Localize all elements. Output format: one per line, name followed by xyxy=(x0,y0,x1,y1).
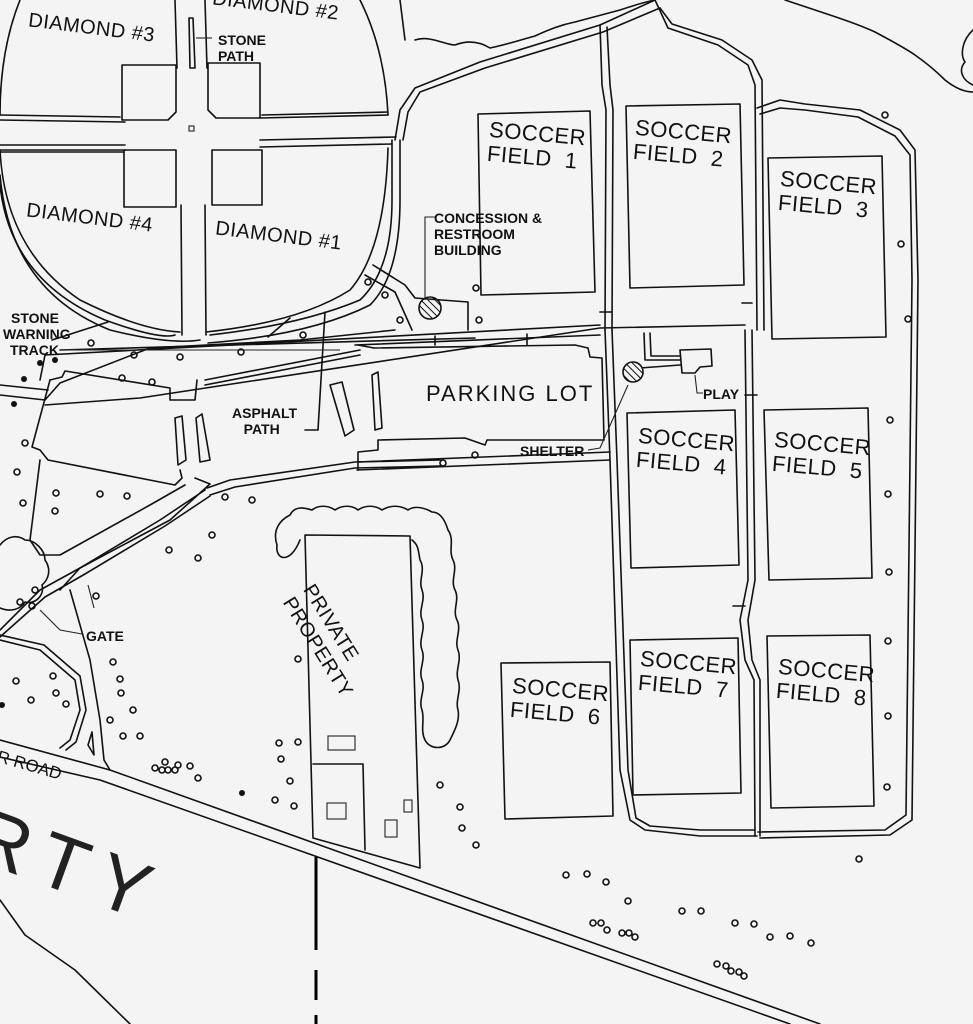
soccer-field-8-label: SOCCER FIELD 8 xyxy=(775,653,877,711)
gate-callout: GATE xyxy=(86,628,124,644)
soccer-field-6-label: SOCCER FIELD 6 xyxy=(509,672,611,730)
diamond-complex xyxy=(0,0,401,344)
parking-lot-outline xyxy=(356,333,611,471)
soccer-field-1-label: SOCCER FIELD 1 xyxy=(486,116,588,174)
soccer-field-4-label: SOCCER FIELD 4 xyxy=(635,422,737,480)
private-property xyxy=(304,534,421,869)
road xyxy=(0,489,821,1024)
hedge xyxy=(274,505,461,749)
concession-callout: CONCESSION & RESTROOM BUILDING xyxy=(434,210,543,258)
shelter-callout: SHELTER xyxy=(520,443,585,459)
soccer-field-outlines xyxy=(477,103,887,820)
play-area-outline xyxy=(679,348,713,374)
asphalt-path-callout: ASPHALT PATH xyxy=(232,405,298,437)
callout-leaders xyxy=(39,37,703,635)
soccer-field-2-label: SOCCER FIELD 2 xyxy=(632,114,734,172)
trees xyxy=(12,111,912,980)
play-callout: PLAY xyxy=(703,386,740,402)
shelter-icon xyxy=(622,361,644,383)
west-building-area xyxy=(29,370,441,591)
concession-building-icon xyxy=(418,296,442,320)
paths-west xyxy=(0,311,746,431)
soccer-field-7-label: SOCCER FIELD 7 xyxy=(637,645,739,703)
soccer-field-3-label: SOCCER FIELD 3 xyxy=(777,165,879,223)
shrubs xyxy=(0,357,245,796)
parking-lot-label: PARKING LOT xyxy=(426,381,595,406)
stone-warning-track-callout: STONE WARNING TRACK xyxy=(3,310,71,358)
soccer-path-network xyxy=(394,0,919,839)
soccer-field-5-label: SOCCER FIELD 5 xyxy=(771,426,873,484)
stone-path-callout: STONE PATH xyxy=(218,32,266,64)
